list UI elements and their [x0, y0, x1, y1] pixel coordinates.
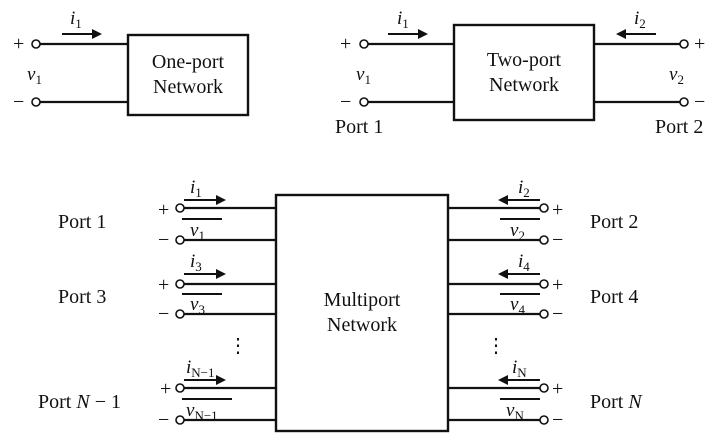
left-port-n1-plus: + — [160, 378, 171, 400]
right-port-2-plus: + — [552, 199, 563, 221]
right-port-2-top-terminal — [539, 203, 549, 213]
right-port-n-plus: + — [552, 378, 563, 400]
left-port-n1-bottom-terminal — [175, 415, 185, 425]
right-port-n-arrowhead — [498, 375, 508, 385]
right-port-n-voltage: vN — [506, 400, 524, 423]
two-port-right-current: i2 — [634, 8, 646, 31]
left-port-1-minus: − — [158, 229, 169, 251]
left-port-n1-current: iN−1 — [186, 357, 215, 380]
one-port-network: One-port Network + − v1 i1 — [13, 8, 250, 117]
left-ellipsis: ⋮ — [228, 335, 248, 357]
right-port-n-label: Port N — [590, 391, 643, 413]
left-port-n1-arrowhead — [216, 375, 226, 385]
left-port-1-top-terminal — [175, 203, 185, 213]
two-port-left-bottom-terminal — [359, 97, 369, 107]
left-port-1-voltage: v1 — [190, 220, 205, 243]
multiport-box-line2: Network — [327, 314, 397, 336]
two-port-right-minus: − — [694, 91, 705, 113]
two-port-right-arrowhead — [616, 29, 626, 39]
multiport-box-line1: Multiport — [324, 289, 401, 311]
right-port-2-current: i2 — [518, 177, 530, 200]
right-port-4-minus: − — [552, 303, 563, 325]
two-port-box-line1: Two-port — [487, 49, 562, 71]
one-port-box-line1: One-port — [152, 51, 225, 73]
left-port-3-top-terminal — [175, 279, 185, 289]
multiport-right-port-2: i2 v2 + − Port 2 — [448, 177, 638, 251]
left-port-3-label: Port 3 — [58, 286, 106, 308]
right-port-n-minus: − — [552, 409, 563, 431]
two-port-network: Two-port Network + − v1 i1 + − v2 i2 Por… — [335, 8, 705, 138]
right-port-n-bottom-terminal — [539, 415, 549, 425]
one-port-top-terminal — [31, 39, 41, 49]
two-port-box-line2: Network — [489, 74, 559, 96]
two-port-left-current: i1 — [397, 8, 409, 31]
right-port-4-plus: + — [552, 274, 563, 296]
one-port-current-label: i1 — [70, 8, 82, 31]
right-port-2-label: Port 2 — [590, 211, 638, 233]
left-port-n1-voltage: vN−1 — [186, 400, 218, 423]
two-port-right-top-terminal — [679, 39, 689, 49]
one-port-voltage-label: v1 — [27, 64, 42, 87]
right-port-4-bottom-terminal — [539, 309, 549, 319]
one-port-box — [126, 33, 250, 117]
right-port-2-bottom-terminal — [539, 235, 549, 245]
right-port-2-minus: − — [552, 229, 563, 251]
one-port-arrowhead — [92, 29, 102, 39]
left-port-3-plus: + — [158, 274, 169, 296]
multiport-left-port-3: i3 v3 + − Port 3 — [58, 251, 276, 325]
left-port-n1-minus: − — [158, 409, 169, 431]
left-port-1-plus: + — [158, 199, 169, 221]
multiport-box — [274, 193, 450, 433]
two-port-left-arrowhead — [418, 29, 428, 39]
two-port-right-plus: + — [694, 33, 705, 55]
left-port-3-bottom-terminal — [175, 309, 185, 319]
left-port-3-voltage: v3 — [190, 294, 205, 317]
left-port-1-current: i1 — [190, 177, 202, 200]
right-port-2-arrowhead — [498, 195, 508, 205]
multiport-right-port-4: i4 v4 + − Port 4 — [448, 251, 638, 325]
multiport-left-port-n-minus-1: iN−1 vN−1 + − Port N − 1 — [38, 357, 276, 431]
one-port-box-line2: Network — [153, 76, 223, 98]
left-port-n1-label: Port N − 1 — [38, 391, 121, 413]
right-port-4-arrowhead — [498, 269, 508, 279]
right-port-4-label: Port 4 — [590, 286, 638, 308]
left-port-1-bottom-terminal — [175, 235, 185, 245]
left-port-3-arrowhead — [216, 269, 226, 279]
two-port-left-plus: + — [340, 33, 351, 55]
two-port-right-bottom-terminal — [679, 97, 689, 107]
left-port-n1-top-terminal — [175, 383, 185, 393]
left-port-1-label: Port 1 — [58, 211, 106, 233]
right-port-n-current: iN — [512, 357, 527, 380]
right-port-n-top-terminal — [539, 383, 549, 393]
one-port-minus: − — [13, 91, 24, 113]
two-port-left-voltage: v1 — [356, 64, 371, 87]
two-port-left-top-terminal — [359, 39, 369, 49]
two-port-right-voltage: v2 — [669, 64, 684, 87]
one-port-plus: + — [13, 33, 24, 55]
two-port-port2-label: Port 2 — [655, 116, 703, 138]
two-port-port1-label: Port 1 — [335, 116, 383, 138]
two-port-left-minus: − — [340, 91, 351, 113]
multiport-network: Multiport Network i1 v1 + − Port 1 — [38, 177, 643, 433]
multiport-left-port-1: i1 v1 + − Port 1 — [58, 177, 276, 251]
right-port-4-top-terminal — [539, 279, 549, 289]
one-port-bottom-terminal — [31, 97, 41, 107]
left-port-3-minus: − — [158, 303, 169, 325]
left-port-1-arrowhead — [216, 195, 226, 205]
multiport-right-port-n: iN vN + − Port N — [448, 357, 643, 431]
left-port-3-current: i3 — [190, 251, 202, 274]
right-port-4-voltage: v4 — [510, 294, 525, 317]
right-port-2-voltage: v2 — [510, 220, 525, 243]
right-ellipsis: ⋮ — [486, 335, 506, 357]
two-port-box — [452, 23, 596, 122]
right-port-4-current: i4 — [518, 251, 530, 274]
